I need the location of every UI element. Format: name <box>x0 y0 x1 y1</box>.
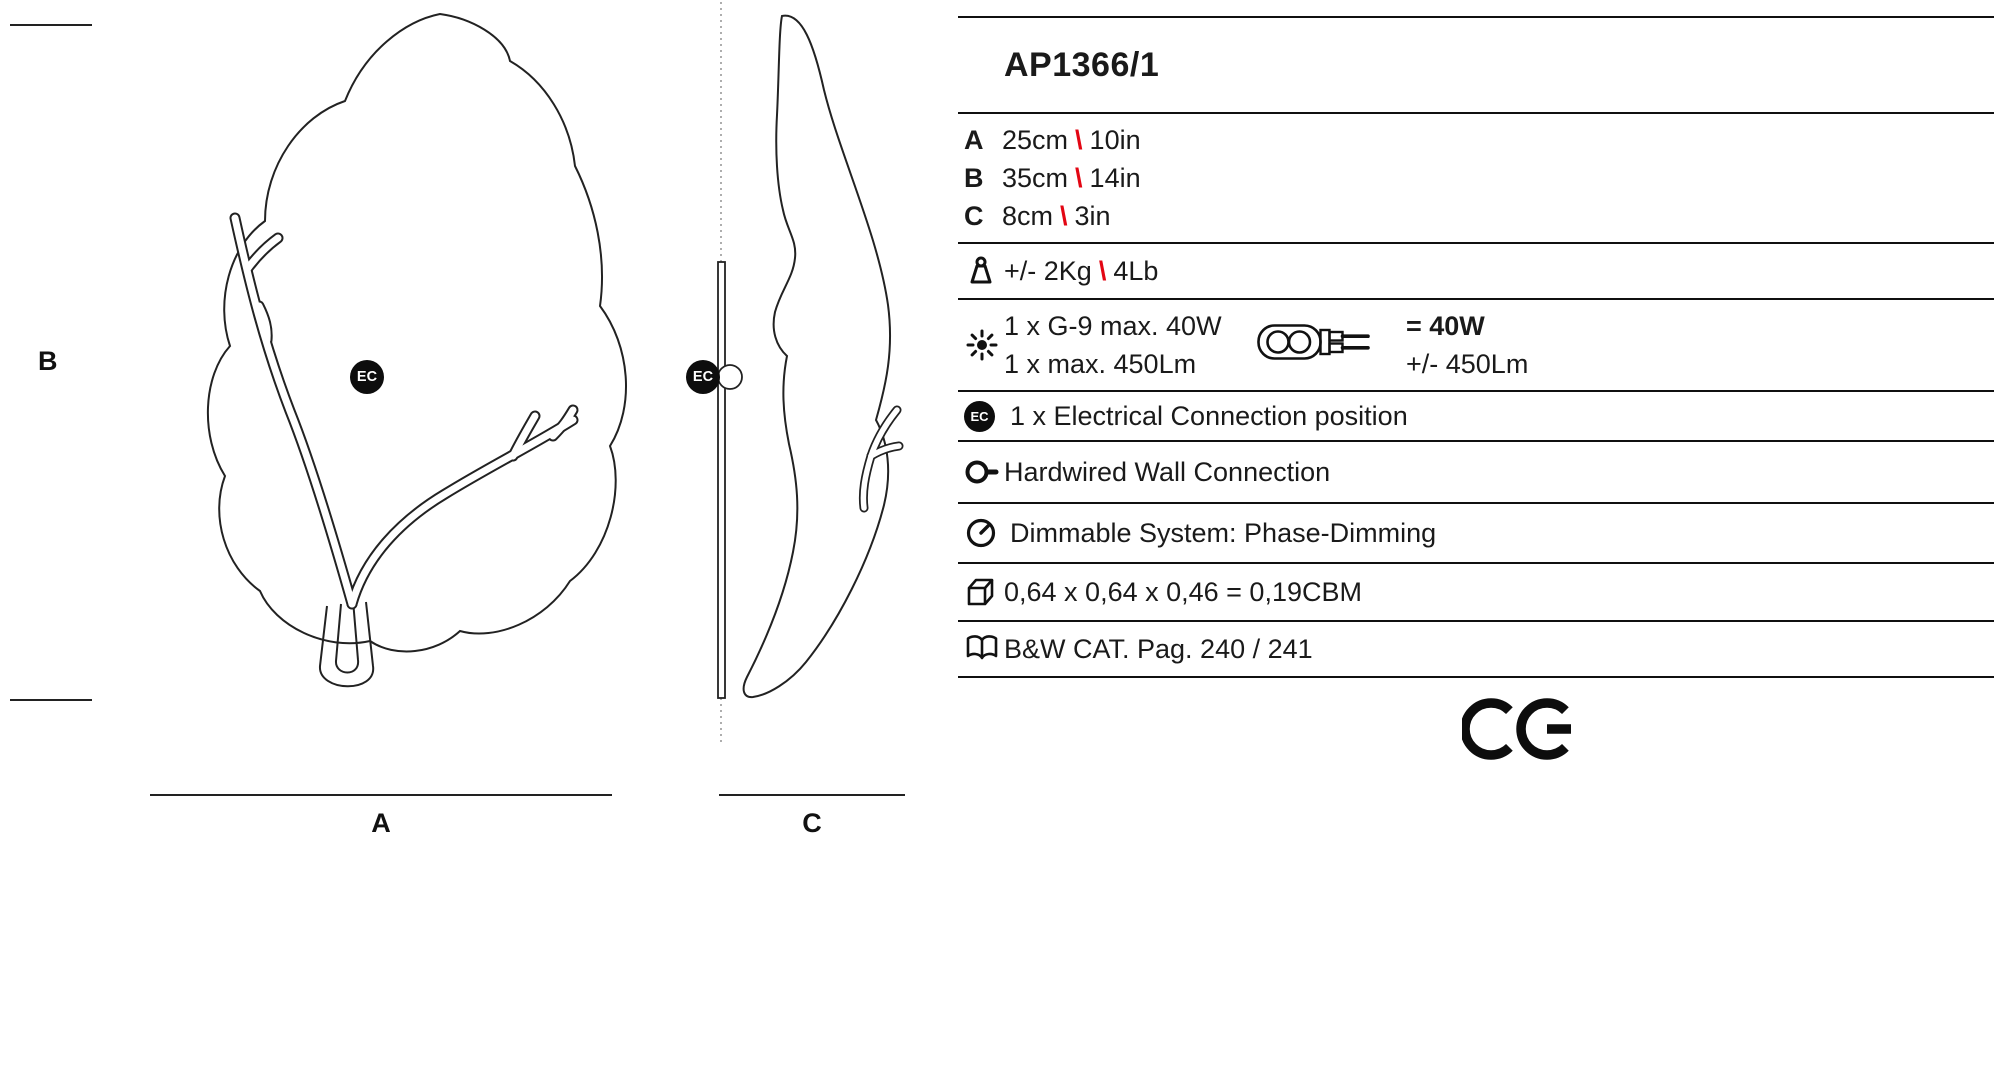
dimension-label-b: B <box>38 346 58 376</box>
dimension-c-metric: 8cm <box>1002 200 1054 231</box>
wall-plate <box>717 261 726 699</box>
hardwired-text: Hardwired Wall Connection <box>1004 456 1331 487</box>
light-source-icon <box>964 327 1004 363</box>
catalog-row: B&W CAT. Pag. 240 / 241 <box>958 620 1994 676</box>
dimension-row-b: B 35cm \ 14in <box>964 162 1994 195</box>
ec-badge-front-label: EC <box>356 369 378 385</box>
catalog-text: B&W CAT. Pag. 240 / 241 <box>1004 633 1313 664</box>
leaf-outline <box>206 12 627 653</box>
dimension-a-imperial: 10in <box>1089 124 1141 155</box>
lamping-text: 1 x G-9 max. 40W 1 x max. 450Lm <box>1004 311 1256 380</box>
catalog-book-icon <box>964 633 1004 665</box>
dimension-b-key: B <box>964 162 984 193</box>
dimension-row-c: C 8cm \ 3in <box>964 200 1994 233</box>
stem-inner <box>334 599 360 674</box>
box-icon <box>964 575 1004 609</box>
dimension-row-a: A 25cm \ 10in <box>964 124 1994 157</box>
product-title: AP1366/1 <box>1004 45 1160 84</box>
weight-separator: \ <box>1098 255 1107 286</box>
g9-bulb-icon <box>1256 319 1390 372</box>
ec-icon: EC <box>964 400 1004 432</box>
ce-mark <box>1462 698 1571 760</box>
dimension-a-key: A <box>964 124 984 155</box>
lamping-row: 1 x G-9 max. 40W 1 x max. 450Lm = 40W +/… <box>958 298 1994 390</box>
dimension-c-imperial: 3in <box>1074 200 1111 231</box>
ec-badge-front: EC <box>350 360 384 394</box>
connection-bump <box>717 364 743 390</box>
volume-text: 0,64 x 0,64 x 0,46 = 0,19CBM <box>1004 576 1362 607</box>
dimension-c-key: C <box>964 200 984 231</box>
lamping-line2: 1 x max. 450Lm <box>1004 348 1197 379</box>
dimension-b-separator: \ <box>1075 162 1083 193</box>
side-view-drawing <box>717 2 904 742</box>
dimmable-row: Dimmable System: Phase-Dimming <box>958 502 1994 562</box>
dimmer-icon <box>964 516 1004 550</box>
dimension-b-top-tick <box>10 24 92 26</box>
total-wattage: = 40W <box>1406 310 1485 341</box>
dimension-c-line <box>719 794 905 796</box>
weight-imperial: 4Lb <box>1113 255 1159 286</box>
lamping-line1: 1 x G-9 max. 40W <box>1004 310 1222 341</box>
electrical-connection-text: 1 x Electrical Connection position <box>1010 400 1408 431</box>
dimension-b-metric: 35cm <box>1002 162 1069 193</box>
lamping-totals: = 40W +/- 450Lm <box>1406 311 1528 380</box>
weight-row: +/- 2Kg \ 4Lb <box>958 242 1994 298</box>
dimensions-rows: A 25cm \ 10in B 35cm \ 14in C 8cm \ 3in <box>958 112 1994 242</box>
electrical-connection-row: EC 1 x Electrical Connection position <box>958 390 1994 440</box>
stem-outer <box>318 601 375 688</box>
profile-twig-fill <box>860 407 902 511</box>
hardwired-row: Hardwired Wall Connection <box>958 440 1994 502</box>
dimension-label-c: C <box>802 808 822 838</box>
ec-badge-side: EC <box>686 360 720 394</box>
leaf-veins-fill <box>231 214 577 608</box>
dimension-b-imperial: 14in <box>1089 162 1141 193</box>
dimension-a-separator: \ <box>1075 124 1083 155</box>
weight-metric: +/- 2Kg <box>1004 255 1092 286</box>
dimension-a-line <box>150 794 612 796</box>
dimension-a-metric: 25cm <box>1002 124 1069 155</box>
volume-row: 0,64 x 0,64 x 0,46 = 0,19CBM <box>958 562 1994 620</box>
leaf-profile-outline <box>742 14 892 699</box>
dimension-c-separator: \ <box>1060 200 1068 231</box>
ec-chip-label: EC <box>964 400 995 432</box>
dimension-b-bottom-tick <box>10 699 92 701</box>
dimmable-text: Dimmable System: Phase-Dimming <box>1010 517 1437 548</box>
total-lumen: +/- 450Lm <box>1406 348 1529 379</box>
product-title-row: AP1366/1 <box>958 16 1994 112</box>
weight-icon <box>964 254 1004 288</box>
front-view-drawing <box>206 12 627 688</box>
ec-badge-side-label: EC <box>692 369 714 385</box>
spec-table: AP1366/1 A 25cm \ 10in B 35cm \ 14in C 8… <box>958 16 1994 678</box>
hardwired-icon <box>964 457 1004 487</box>
dimension-label-a: A <box>371 808 391 838</box>
table-bottom-rule <box>958 676 1994 678</box>
